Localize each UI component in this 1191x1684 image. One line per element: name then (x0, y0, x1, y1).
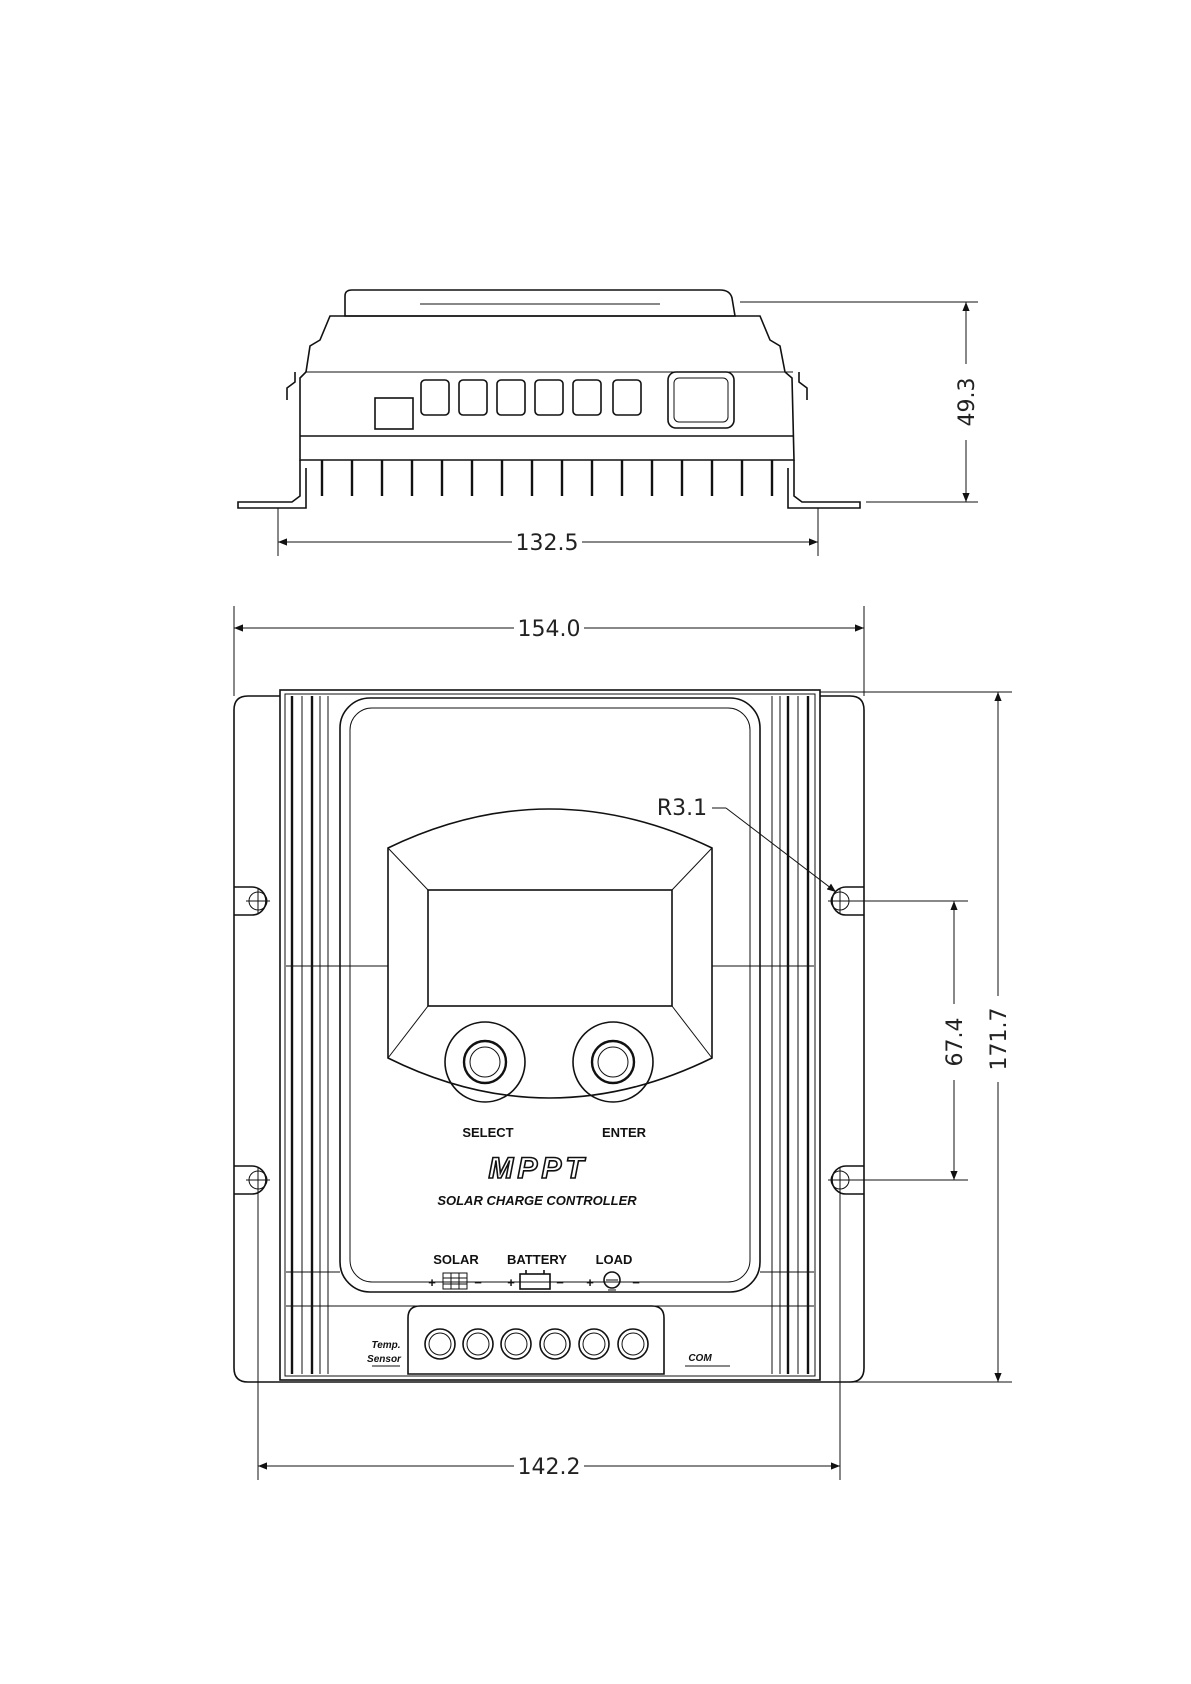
load-label: LOAD (596, 1252, 633, 1267)
load-plus: + (586, 1275, 594, 1290)
front-view: 154.0 (234, 606, 1012, 1480)
solar-minus: − (474, 1275, 482, 1290)
dim-corner-radius: R3.1 (657, 796, 707, 821)
brand-logo: MPPT (488, 1152, 587, 1185)
dim-top-width: 132.5 (516, 531, 579, 556)
dim-front-overall-width: 154.0 (518, 617, 581, 642)
temp-sensor-label-2: Sensor (367, 1354, 402, 1365)
load-minus: − (632, 1275, 640, 1290)
enter-label: ENTER (602, 1125, 647, 1140)
battery-plus: + (507, 1275, 515, 1290)
com-label: COM (688, 1353, 712, 1364)
top-view: 132.5 49.3 (238, 290, 980, 556)
dim-front-height: 171.7 (987, 1008, 1012, 1071)
battery-label: BATTERY (507, 1252, 567, 1267)
solar-plus: + (428, 1275, 436, 1290)
select-label: SELECT (462, 1125, 513, 1140)
dim-top-height: 49.3 (955, 378, 980, 427)
temp-sensor-label-1: Temp. (371, 1340, 400, 1351)
product-name: SOLAR CHARGE CONTROLLER (437, 1193, 637, 1208)
dim-hole-spacing: 67.4 (943, 1018, 968, 1067)
battery-minus: − (556, 1275, 564, 1290)
solar-label: SOLAR (433, 1252, 479, 1267)
dim-hole-pitch-width: 142.2 (518, 1455, 581, 1480)
